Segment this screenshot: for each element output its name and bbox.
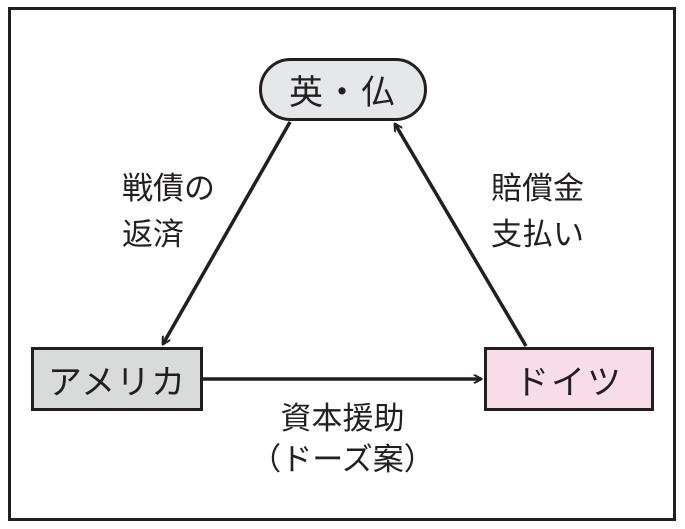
node-uk-france: 英・仏: [259, 58, 427, 121]
node-germany: ドイツ: [484, 347, 654, 411]
node-america: アメリカ: [31, 347, 203, 411]
edge-label-reparations-line2: 支払い: [491, 217, 584, 253]
edge-label-reparations-line1: 賠償金: [491, 171, 584, 207]
arrow-war-debt: [161, 121, 292, 344]
edge-label-capital-aid-line1: 資本援助: [280, 401, 405, 437]
edge-label-war-debt-line1: 戦債の: [122, 171, 215, 207]
arrow-reparations: [393, 124, 528, 347]
edge-label-capital-aid-line2: （ドーズ案）: [250, 442, 435, 478]
edge-label-war-debt-line2: 返済: [122, 217, 184, 253]
